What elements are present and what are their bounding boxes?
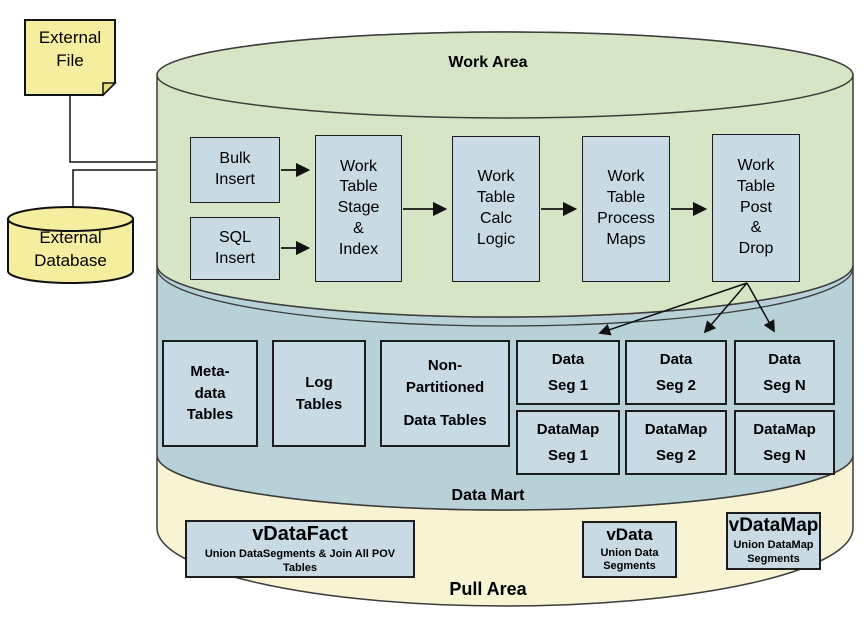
seg-line1: Data bbox=[659, 351, 693, 368]
arrow-post-to-data-seg-n bbox=[746, 282, 775, 333]
box-data-seg-n: Data Seg N bbox=[734, 340, 835, 405]
seg-line2: Seg 1 bbox=[547, 377, 589, 394]
view-title: vDataFact bbox=[252, 522, 348, 545]
seg-line1: DataMap bbox=[644, 421, 708, 438]
box-title: Non- Partitioned bbox=[405, 356, 485, 396]
seg-line2: Seg N bbox=[763, 447, 806, 464]
work-area-top-ellipse bbox=[156, 31, 854, 119]
box-vdatafact: vDataFact Union DataSegments & Join All … bbox=[185, 520, 415, 578]
seg-line1: Data bbox=[551, 351, 585, 368]
connector-database-to-work-area bbox=[72, 169, 156, 207]
external-database-label: External Database bbox=[34, 228, 107, 270]
box-log-tables: Log Tables bbox=[272, 340, 366, 447]
seg-line2: Seg 2 bbox=[655, 447, 697, 464]
box-subtitle: Data Tables bbox=[403, 412, 487, 430]
box-label: Work Table Post & Drop bbox=[736, 157, 776, 258]
box-work-table-calc-logic: Work Table Calc Logic bbox=[452, 136, 540, 282]
data-mart-label: Data Mart bbox=[451, 487, 525, 504]
box-label: Work Table Process Maps bbox=[597, 168, 655, 248]
box-vdatamap: vDataMap Union DataMap Segments bbox=[726, 512, 821, 570]
box-bulk-insert: Bulk Insert bbox=[190, 137, 280, 203]
view-title: vDataMap bbox=[728, 515, 819, 537]
connector-file-to-work-area bbox=[69, 95, 156, 163]
box-work-table-post-drop: Work Table Post & Drop bbox=[712, 134, 800, 282]
external-file-label: External File bbox=[38, 28, 102, 70]
seg-line2: Seg 2 bbox=[655, 377, 697, 394]
external-database-top-ellipse bbox=[7, 206, 134, 232]
box-sql-insert: SQL Insert bbox=[190, 217, 280, 280]
external-database-body bbox=[7, 218, 134, 284]
seg-line1: DataMap bbox=[753, 421, 816, 438]
box-label: Work Table Calc Logic bbox=[476, 168, 516, 248]
arrow-post-to-data-seg-1 bbox=[598, 282, 748, 336]
seg-line2: Seg N bbox=[763, 377, 806, 394]
box-label: Bulk Insert bbox=[214, 150, 255, 188]
box-label: Log Tables bbox=[295, 373, 343, 413]
box-label: Work Table Stage & Index bbox=[337, 157, 380, 258]
pull-area-label: Pull Area bbox=[449, 579, 527, 599]
view-title: vData bbox=[606, 524, 653, 544]
view-subtitle: Union DataMap Segments bbox=[733, 539, 814, 565]
box-datamap-seg-n: DataMap Seg N bbox=[734, 410, 835, 475]
data-mart-rim-arc bbox=[156, 267, 854, 327]
view-subtitle: Union DataSegments & Join All POV Tables bbox=[204, 547, 396, 574]
box-vdata: vData Union Data Segments bbox=[582, 521, 677, 578]
box-work-table-stage-index: Work Table Stage & Index bbox=[315, 135, 402, 282]
box-label: SQL Insert bbox=[214, 228, 255, 267]
seg-line2: Seg 1 bbox=[547, 447, 589, 464]
box-work-table-process-maps: Work Table Process Maps bbox=[582, 136, 670, 282]
box-metadata-tables: Meta- data Tables bbox=[162, 340, 258, 447]
seg-line1: Data bbox=[768, 351, 801, 368]
box-data-seg-1: Data Seg 1 bbox=[516, 340, 620, 405]
box-label: Meta- data Tables bbox=[186, 362, 234, 424]
work-area-label: Work Area bbox=[448, 54, 528, 71]
box-non-partitioned-data-tables: Non- Partitioned Data Tables bbox=[380, 340, 510, 447]
view-subtitle: Union Data Segments bbox=[600, 546, 659, 573]
box-datamap-seg-1: DataMap Seg 1 bbox=[516, 410, 620, 475]
arrow-post-to-data-seg-2 bbox=[703, 282, 748, 334]
external-file-note-fold bbox=[102, 82, 117, 97]
seg-line1: DataMap bbox=[536, 421, 600, 438]
box-data-seg-2: Data Seg 2 bbox=[625, 340, 727, 405]
box-datamap-seg-2: DataMap Seg 2 bbox=[625, 410, 727, 475]
